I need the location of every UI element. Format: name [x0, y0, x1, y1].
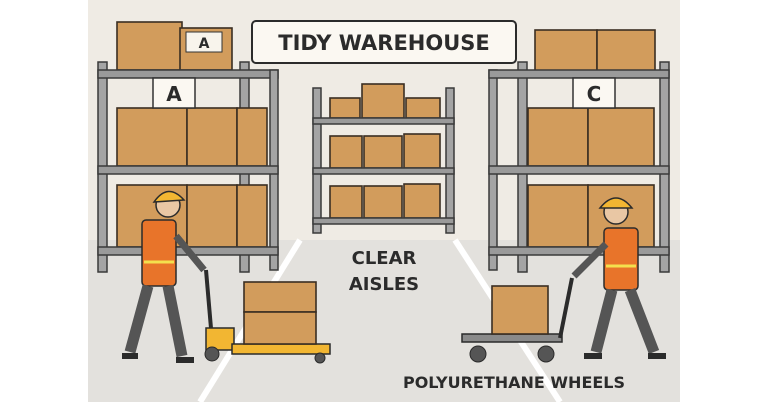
box-label-a: A [199, 36, 210, 52]
shelf-center [312, 83, 455, 234]
caption-clear: CLEAR [352, 248, 417, 269]
safety-vest [141, 219, 177, 287]
title: TIDY WAREHOUSE [278, 31, 490, 55]
aisle-sign-a: A [166, 82, 182, 106]
shelf-right: C [488, 29, 670, 273]
hand-cart [461, 277, 574, 363]
worker-right [571, 197, 666, 359]
pallet-jack [204, 269, 331, 364]
aisle-sign-c: C [587, 82, 602, 106]
caption-polyurethane-wheels: POLYURETHANE WHEELS [403, 373, 625, 392]
caption-aisles: AISLES [349, 274, 419, 295]
shelf-left: A A [97, 21, 279, 273]
title-sign: TIDY WAREHOUSE [251, 20, 517, 64]
safety-vest [603, 227, 639, 291]
helmet-icon [152, 190, 186, 203]
helmet-icon [598, 197, 634, 209]
worker-left [122, 190, 207, 363]
